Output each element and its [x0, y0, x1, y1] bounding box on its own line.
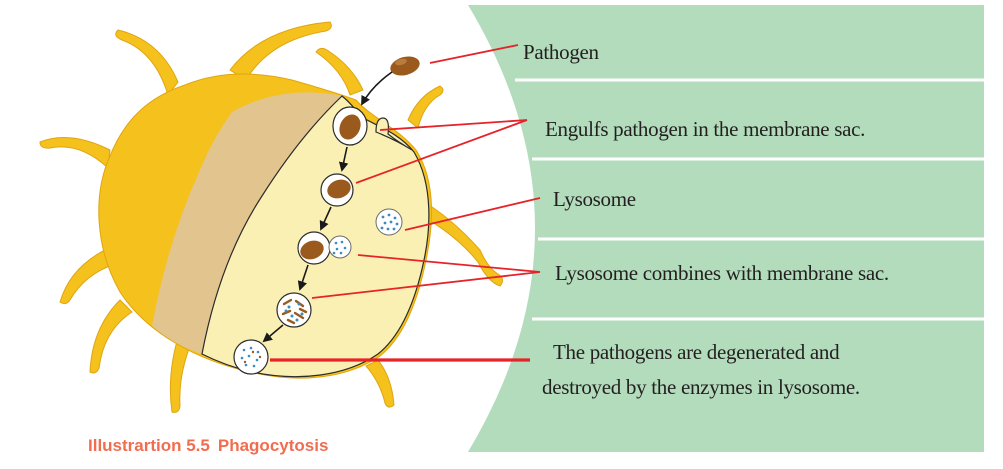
phagosome — [320, 173, 354, 207]
label-pathogen: Pathogen — [523, 40, 599, 64]
fusing-sac — [297, 231, 352, 265]
process-arrows — [262, 71, 393, 343]
label-degenerated-line2: destroyed by the enzymes in lysosome. — [542, 375, 860, 399]
caption-number: Illustrartion 5.5 — [88, 436, 210, 455]
label-panel — [468, 5, 984, 452]
lysosome — [375, 208, 403, 236]
figure-caption: Illustrartion 5.5 Phagocytosis — [88, 436, 336, 456]
engulfing-sac — [332, 106, 368, 146]
label-degenerated-line1: The pathogens are degenerated and — [553, 340, 840, 364]
caption-title: Phagocytosis — [217, 436, 329, 455]
pathogen-free — [390, 56, 420, 76]
label-lysosome: Lysosome — [553, 187, 636, 211]
membrane-lobe — [375, 117, 413, 151]
cell-cut-edge — [152, 92, 342, 355]
pointer-lines — [311, 44, 541, 299]
pseudopods — [39, 21, 504, 413]
digestion-vacuole — [276, 292, 312, 328]
label-engulfs: Engulfs pathogen in the membrane sac. — [545, 117, 866, 141]
label-combines: Lysosome combines with membrane sac. — [555, 261, 889, 285]
residual-body — [233, 339, 269, 375]
panel-dividers — [515, 78, 984, 321]
